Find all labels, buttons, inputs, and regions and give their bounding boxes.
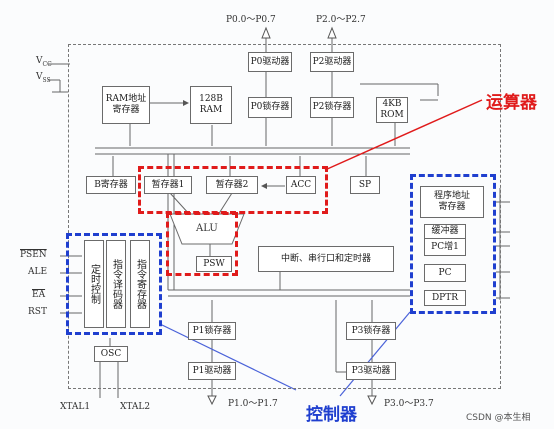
rst-pin: RST bbox=[28, 307, 47, 317]
xtal2-pin: XTAL2 bbox=[120, 402, 151, 412]
p1-latch: P1锁存器 bbox=[188, 322, 236, 340]
instruction-register: 指令寄存器 bbox=[130, 240, 150, 328]
p3-driver: P3驱动器 bbox=[346, 362, 396, 380]
alu-group-label: 运算器 bbox=[486, 93, 537, 113]
watermark: CSDN @本生相 bbox=[466, 413, 531, 423]
vss-label: VSS bbox=[36, 72, 51, 84]
vcc-label: VCC bbox=[36, 56, 52, 68]
p3-latch: P3锁存器 bbox=[346, 322, 396, 340]
control-group-outline-left bbox=[66, 233, 162, 335]
interrupt-serial-timer: 中断、串行口和定时器 bbox=[258, 246, 394, 272]
p1-range-label: P1.0～P1.7 bbox=[228, 399, 278, 409]
ea-pin: EA bbox=[32, 290, 46, 300]
ram-block: 128B RAM bbox=[190, 86, 232, 124]
p2-range-label: P2.0～P2.7 bbox=[316, 15, 366, 25]
acc-register: ACC bbox=[286, 176, 316, 194]
alu-group-outline-bottom bbox=[166, 212, 238, 276]
alu-group-outline-top bbox=[138, 166, 328, 214]
p2-driver: P2驱动器 bbox=[310, 52, 354, 72]
p0-latch: P0锁存器 bbox=[248, 97, 292, 118]
psen-pin: PSEN bbox=[20, 250, 47, 260]
p2-latch: P2锁存器 bbox=[310, 97, 354, 118]
control-group-label: 控制器 bbox=[306, 405, 357, 425]
timing-control: 定时控制 bbox=[84, 240, 104, 328]
xtal1-pin: XTAL1 bbox=[60, 402, 91, 412]
p3-range-label: P3.0～P3.7 bbox=[384, 399, 434, 409]
rom-block: 4KB ROM bbox=[376, 97, 408, 123]
p1-driver: P1驱动器 bbox=[188, 362, 236, 380]
osc-block: OSC bbox=[94, 346, 128, 362]
temp-register-2: 暂存器2 bbox=[206, 176, 258, 194]
ram-addr-register: RAM地址 寄存器 bbox=[102, 86, 150, 124]
alu-label: ALU bbox=[196, 223, 218, 234]
pc-incrementer: PC增1 bbox=[424, 238, 466, 256]
ale-pin: ALE bbox=[28, 267, 48, 277]
b-register: B寄存器 bbox=[86, 176, 136, 194]
p0-range-label: P0.0～P0.7 bbox=[226, 15, 276, 25]
control-group-outline-right bbox=[410, 174, 496, 314]
dptr-register: DPTR bbox=[424, 290, 466, 306]
pc-register: PC bbox=[424, 264, 466, 282]
program-address-register: 程序地址 寄存器 bbox=[420, 186, 484, 218]
temp-register-1: 暂存器1 bbox=[144, 176, 192, 194]
chip-boundary bbox=[68, 44, 501, 389]
instruction-decoder: 指令译码器 bbox=[106, 240, 126, 328]
psw-register: PSW bbox=[196, 256, 232, 272]
sp-register: SP bbox=[350, 176, 380, 194]
p0-driver: P0驱动器 bbox=[248, 52, 292, 72]
